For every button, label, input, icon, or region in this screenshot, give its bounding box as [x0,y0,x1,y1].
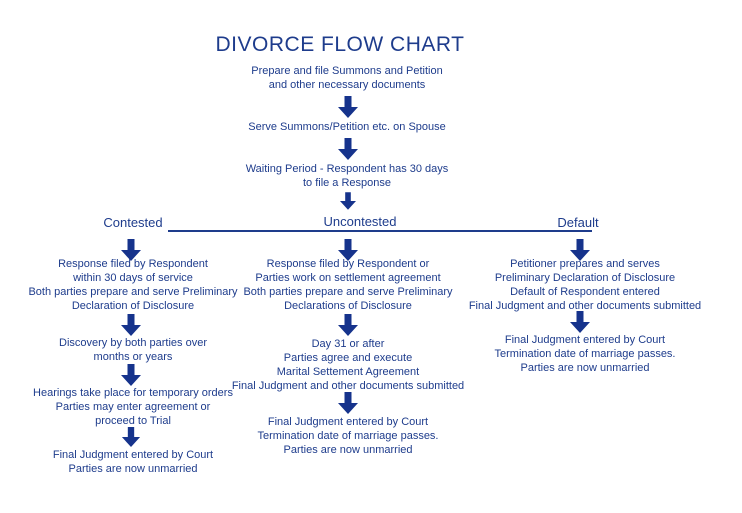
branch-label-default: Default [557,215,599,230]
text-line: Default of Respondent entered [510,286,660,298]
step-waiting-period: Waiting Period - Respondent has 30 days … [246,162,449,190]
text-line: Parties work on settlement agreement [255,272,441,284]
text-line: months or years [93,351,173,363]
text-line: Marital Settement Agreement [276,366,420,378]
step-serve-summons: Serve Summons/Petition etc. on Spouse [248,120,446,134]
text-line: Response filed by Respondent or [266,258,430,270]
text-line: Response filed by Respondent [58,258,208,270]
text-line: Parties are now unmarried [283,444,413,456]
step-prepare-and-file: Prepare and file Summons and Petition an… [251,64,442,92]
branch-divider-line [168,230,592,232]
text-line: Termination date of marriage passes. [257,430,439,442]
down-arrow-icon [338,392,358,414]
text-line: Petitioner prepares and serves [510,258,660,270]
default-step-final-judgment: Final Judgment entered by Court Terminat… [495,333,676,375]
text-line: Parties agree and execute [283,352,413,364]
text-line: Final Judgment entered by Court [267,416,429,428]
text-line: proceed to Trial [95,415,171,427]
down-arrow-icon [121,364,141,386]
contested-step-response-filed: Response filed by Respondent within 30 d… [28,257,237,313]
down-arrow-icon [121,314,141,336]
text-line: Parties may enter agreement or [55,401,211,413]
text-line: Final Judgment and other documents submi… [231,380,465,392]
default-step-petitioner-prepares: Petitioner prepares and serves Prelimina… [469,257,701,313]
down-arrow-icon [340,192,356,210]
branch-label-contested: Contested [103,215,163,230]
text-line: Parties are now unmarried [68,463,198,475]
text-line: Waiting Period - Respondent has 30 days [245,163,449,175]
text-line: Both parties prepare and serve Prelimina… [28,286,238,298]
uncontested-step-response-filed: Response filed by Respondent or Parties … [243,257,452,313]
text-line: Parties are now unmarried [520,362,650,374]
uncontested-step-final-judgment: Final Judgment entered by Court Terminat… [258,415,439,457]
text-line: within 30 days of service [73,272,193,284]
down-arrow-icon [570,311,590,333]
text-line: Day 31 or after [311,338,385,350]
text-line: Declarations of Disclosure [284,300,412,312]
down-arrow-icon [121,427,141,447]
text-line: Prepare and file Summons and Petition [251,65,443,77]
down-arrow-icon [338,239,358,261]
text-line: and other necessary documents [268,79,426,91]
down-arrow-icon [338,314,358,336]
down-arrow-icon [338,138,358,160]
contested-step-final-judgment: Final Judgment entered by Court Parties … [53,448,213,476]
uncontested-step-day-31: Day 31 or after Parties agree and execut… [232,337,464,393]
contested-step-hearings: Hearings take place for temporary orders… [33,386,233,428]
text-line: Hearings take place for temporary orders [33,387,233,399]
text-line: Final Judgment entered by Court [504,334,666,346]
down-arrow-icon [570,239,590,261]
text-line: Both parties prepare and serve Prelimina… [243,286,453,298]
text-line: to file a Response [302,177,392,189]
text-line: Preliminary Declaration of Disclosure [494,272,676,284]
text-line: Serve Summons/Petition etc. on Spouse [248,121,446,133]
text-line: Declaration of Disclosure [71,300,195,312]
down-arrow-icon [121,239,141,261]
branch-label-uncontested: Uncontested [323,214,397,229]
text-line: Final Judgment entered by Court [52,449,214,461]
contested-step-discovery: Discovery by both parties over months or… [59,336,207,364]
text-line: Termination date of marriage passes. [494,348,676,360]
text-line: Discovery by both parties over [59,337,207,349]
text-line: Final Judgment and other documents submi… [468,300,702,312]
down-arrow-icon [338,96,358,118]
chart-title: DIVORCE FLOW CHART [215,33,465,56]
